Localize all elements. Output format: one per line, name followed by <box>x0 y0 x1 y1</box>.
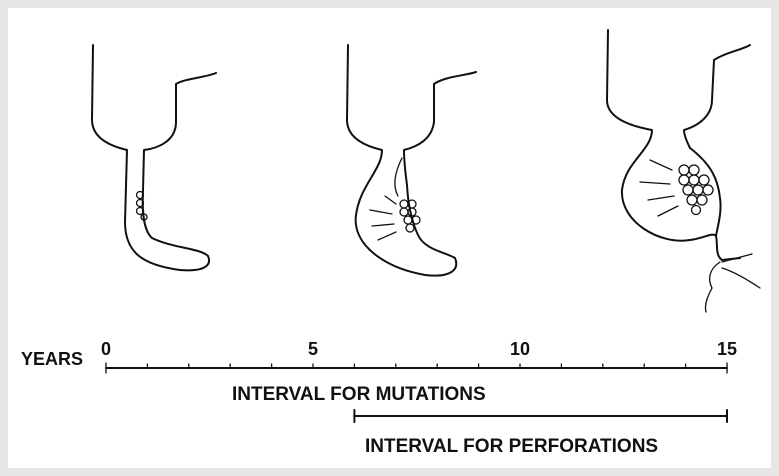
timeline-tick-label: 15 <box>717 339 737 359</box>
timeline-tick-label: 10 <box>510 339 530 359</box>
interval-perforations-label: INTERVAL FOR PERFORATIONS <box>365 436 658 457</box>
stage-3-lesion <box>679 165 713 215</box>
timeline-tick-label: 5 <box>308 339 318 359</box>
stage-1-drawing <box>92 45 216 270</box>
stage-3-rays <box>640 160 678 216</box>
stage-1-outline <box>92 45 216 270</box>
interval-mutations-label: INTERVAL FOR MUTATIONS <box>232 384 486 405</box>
stage-1-lesion <box>137 192 148 221</box>
stage-3-drawing <box>607 30 760 312</box>
years-label: YEARS <box>21 349 83 369</box>
stage-2-rays <box>370 196 396 240</box>
figure-canvas: YEARS 0 5 10 15 INTERVAL FOR MUTATIONS INTE… <box>8 8 771 468</box>
stage-2-drawing <box>347 45 476 276</box>
timeline-tick-label: 0 <box>101 339 111 359</box>
timeline: YEARS 0 5 10 15 <box>21 339 737 373</box>
stage-3-outline <box>607 30 750 260</box>
interval-perforations-bar <box>354 410 727 422</box>
stage-2-outline <box>347 45 476 276</box>
timeline-tick-labels: 0 5 10 15 <box>101 339 737 359</box>
diagram-svg: YEARS 0 5 10 15 INTERVAL FOR MUTATIONS INTE… <box>8 8 771 468</box>
